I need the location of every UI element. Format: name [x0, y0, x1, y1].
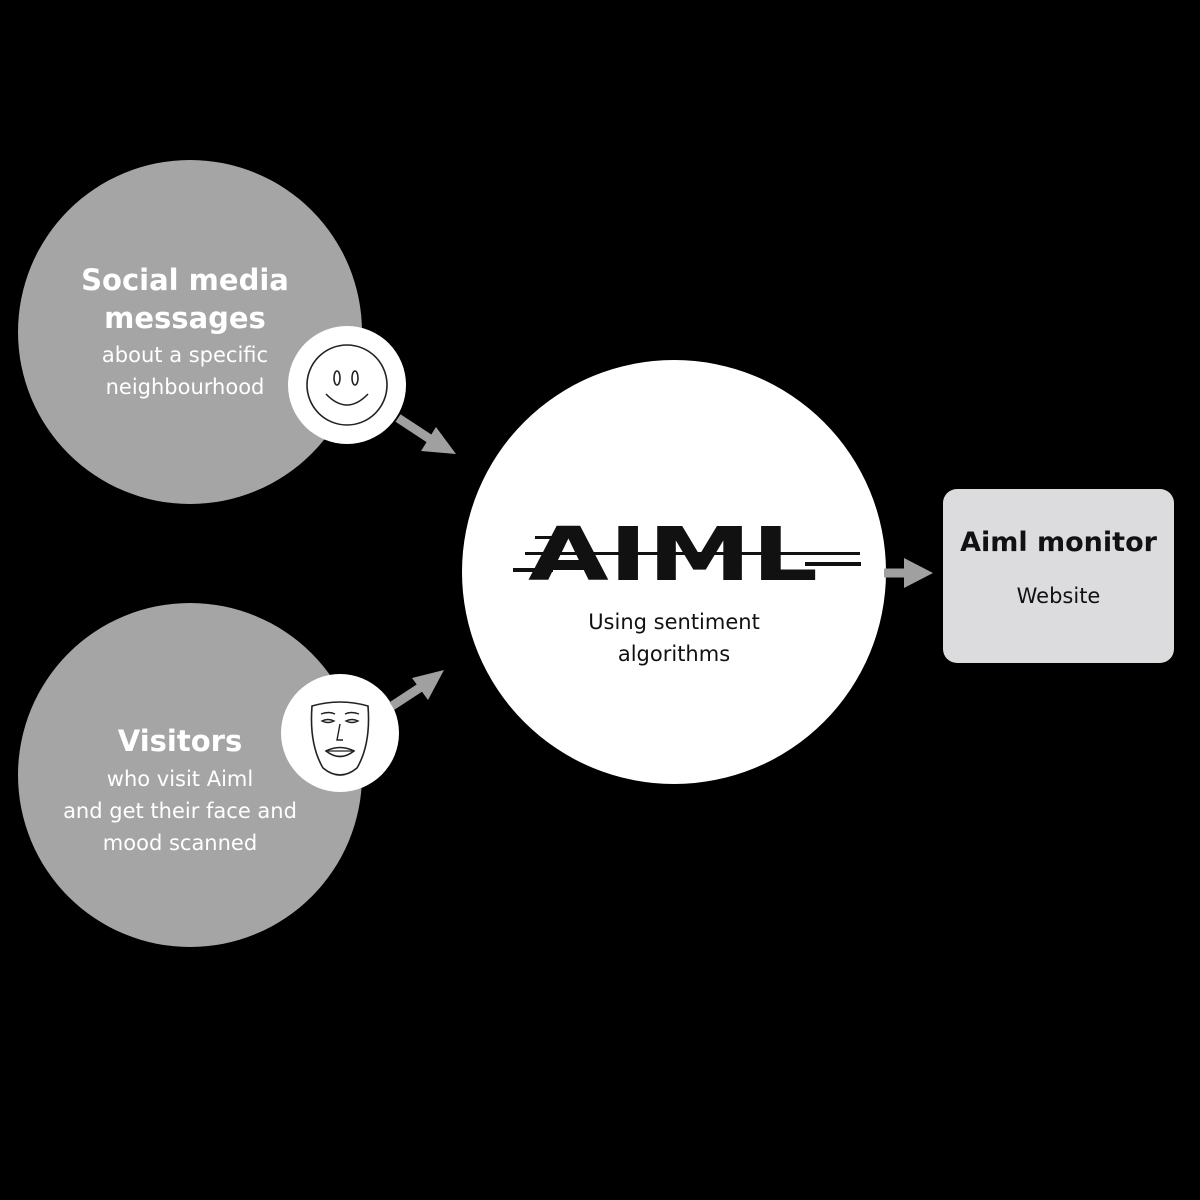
arrow-social-to-engine: [395, 414, 456, 454]
visitors-label-group: Visitors who visit Aiml and get their fa…: [18, 722, 342, 859]
aiml-monitor-node: Aiml monitor Website: [943, 489, 1174, 663]
engine-caption: Using sentiment algorithms: [524, 606, 824, 670]
scanned-face-drawing: [310, 701, 370, 776]
social-media-sub-line1: about a specific: [101, 343, 269, 367]
scanned-face-icon: [281, 674, 399, 792]
social-media-title-line2: messages: [104, 301, 266, 335]
visitors-title: Visitors: [117, 724, 243, 758]
social-media-sub-line2: neighbourhood: [105, 375, 265, 399]
engine-caption-line1: Using sentiment: [588, 610, 760, 634]
aiml-monitor-title: Aiml monitor: [960, 527, 1157, 558]
social-media-title-line1: Social media: [81, 263, 289, 297]
visitors-sub-line2: and get their face and: [63, 799, 297, 823]
smiley-face-icon: [288, 326, 406, 444]
aiml-monitor-sub: Website: [1016, 584, 1101, 608]
social-media-node: [18, 160, 362, 504]
arrow-visitors-to-engine: [389, 670, 444, 710]
smiley-face-drawing: [306, 344, 388, 426]
arrow-engine-to-monitor: [884, 558, 933, 588]
visitors-sub-line3: mood scanned: [102, 831, 258, 855]
aiml-logo: AIML: [513, 512, 861, 592]
social-media-label-group: Social media messages about a specific n…: [18, 261, 352, 403]
visitors-sub-line1: who visit Aiml: [106, 767, 254, 791]
engine-caption-line2: algorithms: [617, 642, 731, 666]
